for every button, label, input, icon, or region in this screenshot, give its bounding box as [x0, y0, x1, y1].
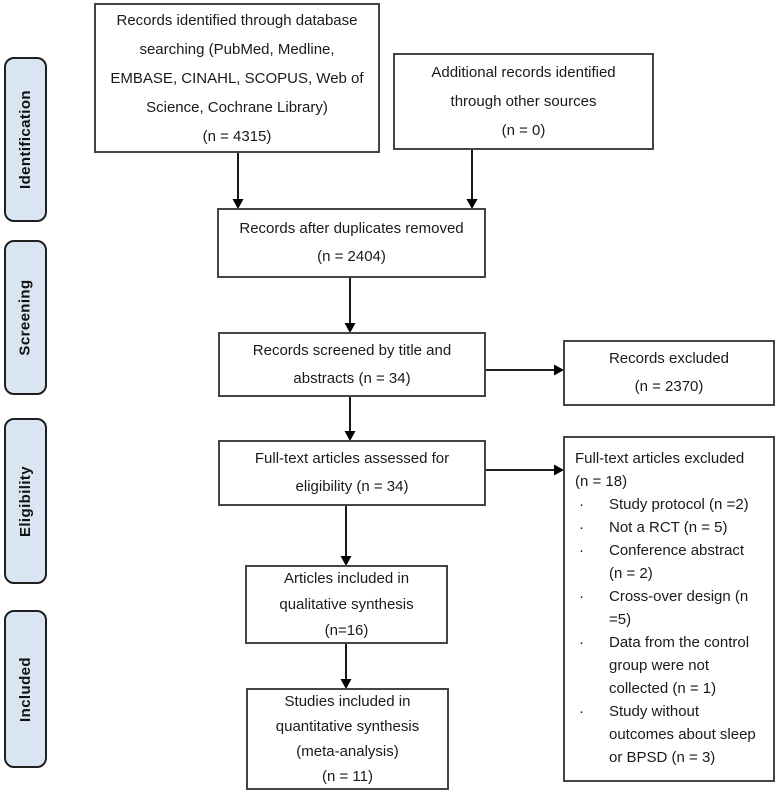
excluded-item-text: Not a RCT (n = 5) [609, 519, 728, 536]
stage-label-screening: Screening [4, 240, 47, 395]
box-text-line: eligibility (n = 34) [295, 478, 409, 495]
box-qualitative-synthesis: Articles included in qualitative synthes… [245, 565, 448, 644]
bullet-dot: · [579, 542, 584, 559]
box-count-line: (n = 4315) [202, 127, 272, 145]
stage-label-eligibility: Eligibility [4, 418, 47, 584]
excluded-item: · Cross-over design (n =5) [575, 585, 767, 631]
excluded-item-text: Study protocol (n =2) [609, 496, 749, 513]
box-text-line: Articles included in [283, 569, 410, 587]
excluded-title-line: Full-text articles excluded [575, 450, 745, 467]
excluded-item: · Conference abstract (n = 2) [575, 539, 767, 585]
box-fulltext-assessed: Full-text articles assessed for eligibil… [218, 440, 486, 506]
excluded-item-text: Cross-over design (n =5) [609, 588, 749, 628]
excluded-count-line: (n = 18) [575, 473, 628, 490]
box-additional-records: Additional records identified through ot… [393, 53, 654, 150]
stage-label-text: Identification [17, 90, 34, 189]
bullet-dot: · [579, 703, 584, 720]
box-count-line: (n = 2370) [634, 378, 704, 395]
box-fulltext-excluded: Full-text articles excluded (n = 18) · S… [563, 436, 775, 782]
arrow-screened-to-excluded [486, 364, 564, 376]
arrow-dbsearch-to-duplicates [232, 153, 244, 209]
bullet-dot: · [579, 519, 584, 536]
box-text-line: abstracts (n = 34) [293, 369, 411, 387]
box-text-line: Records excluded [608, 350, 730, 367]
stage-label-text: Included [17, 656, 34, 722]
bullet-dot: · [579, 496, 584, 513]
box-records-screened: Records screened by title and abstracts … [218, 332, 486, 397]
excluded-item: · Study protocol (n =2) [575, 493, 767, 516]
bullet-dot: · [579, 634, 584, 651]
box-records-excluded: Records excluded (n = 2370) [563, 340, 775, 406]
box-records-identified: Records identified through database sear… [94, 3, 380, 153]
arrow-qualitative-to-quantitative [340, 644, 352, 689]
excluded-item-text: Data from the control group were not col… [609, 634, 750, 697]
excluded-item-text: Conference abstract (n = 2) [609, 542, 745, 582]
arrow-duplicates-to-screened [344, 278, 356, 333]
box-count-line: (n = 11) [322, 768, 373, 785]
box-duplicates-removed: Records after duplicates removed (n = 24… [217, 208, 486, 278]
box-text-line: Studies included in [284, 693, 411, 710]
box-text-line: Additional records identified [431, 64, 616, 81]
box-text-line: searching (PubMed, Medline, [139, 40, 335, 58]
box-text-line: through other sources [450, 93, 597, 110]
box-text-line: quantitative synthesis [275, 718, 420, 735]
box-text-line: Records identified through database [116, 11, 358, 29]
arrow-screened-to-fulltext [344, 397, 356, 441]
box-text-line: (meta-analysis) [296, 743, 399, 760]
arrow-othersources-to-duplicates [466, 150, 478, 209]
box-text-line: Full-text articles assessed for [254, 450, 450, 467]
box-text-line: Records after duplicates removed [239, 220, 464, 237]
box-count-line: (n = 2404) [317, 248, 386, 265]
box-text-line: Science, Cochrane Library) [146, 98, 328, 116]
box-text-line: Records screened by title and [252, 341, 452, 359]
excluded-item: · Study without outcomes about sleep or … [575, 700, 767, 769]
box-text-line: qualitative synthesis [279, 595, 414, 613]
stage-label-identification: Identification [4, 57, 47, 222]
stage-label-text: Screening [17, 279, 34, 356]
arrow-fulltext-to-fulltextexcluded [486, 464, 564, 476]
stage-label-included: Included [4, 610, 47, 768]
box-count-line: (n=16) [324, 621, 369, 639]
excluded-item: · Not a RCT (n = 5) [575, 516, 767, 539]
excluded-item: · Data from the control group were not c… [575, 631, 767, 700]
box-quantitative-synthesis: Studies included in quantitative synthes… [246, 688, 449, 790]
box-count-line: (n = 0) [501, 122, 546, 139]
box-text-line: EMBASE, CINAHL, SCOPUS, Web of [110, 69, 364, 87]
excluded-item-text: Study without outcomes about sleep or BP… [609, 703, 756, 766]
bullet-dot: · [579, 588, 584, 605]
arrow-fulltext-to-qualitative [340, 506, 352, 566]
stage-label-text: Eligibility [17, 465, 35, 537]
